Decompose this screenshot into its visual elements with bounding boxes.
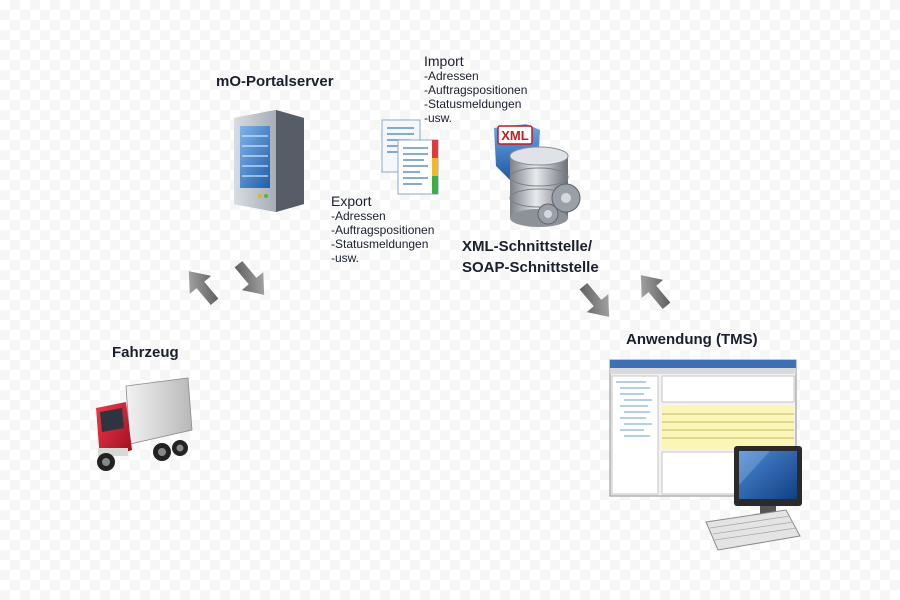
import-block: Import -Adressen -Auftragspositionen -St… xyxy=(424,53,527,125)
application-title: Anwendung (TMS) xyxy=(626,331,758,348)
xml-badge-label: XML xyxy=(501,128,529,143)
import-list: -Adressen -Auftragspositionen -Statusmel… xyxy=(424,69,527,125)
arrow-icon xyxy=(579,282,610,317)
import-item: -Statusmeldungen xyxy=(424,97,522,111)
export-block: Export -Adressen -Auftragspositionen -St… xyxy=(331,193,434,265)
import-item: -usw. xyxy=(424,111,453,125)
arrow-icon xyxy=(234,260,265,295)
interface-title: XML-Schnittstelle/ SOAP-Schnittstelle xyxy=(462,236,599,278)
export-heading: Export xyxy=(331,193,372,209)
server-icon xyxy=(234,110,304,212)
computer-icon xyxy=(609,359,802,551)
truck-icon xyxy=(96,377,193,471)
export-item: -Adressen xyxy=(331,209,386,223)
arrow-icon xyxy=(188,271,219,306)
import-item: -Auftragspositionen xyxy=(424,83,528,97)
export-list: -Adressen -Auftragspositionen -Statusmel… xyxy=(331,209,434,265)
export-item: -Statusmeldungen xyxy=(331,237,429,251)
import-item: -Adressen xyxy=(424,69,479,83)
database-gears-icon: XML xyxy=(494,124,581,227)
vehicle-title: Fahrzeug xyxy=(112,344,179,361)
interface-title-line2: SOAP-Schnittstelle xyxy=(462,259,599,276)
export-item: -usw. xyxy=(331,251,360,265)
documents-icon xyxy=(381,119,439,195)
portalserver-title: mO-Portalserver xyxy=(216,73,334,90)
import-heading: Import xyxy=(424,53,464,69)
interface-title-line1: XML-Schnittstelle/ xyxy=(462,238,593,255)
arrow-icon xyxy=(640,275,671,310)
export-item: -Auftragspositionen xyxy=(331,223,435,237)
